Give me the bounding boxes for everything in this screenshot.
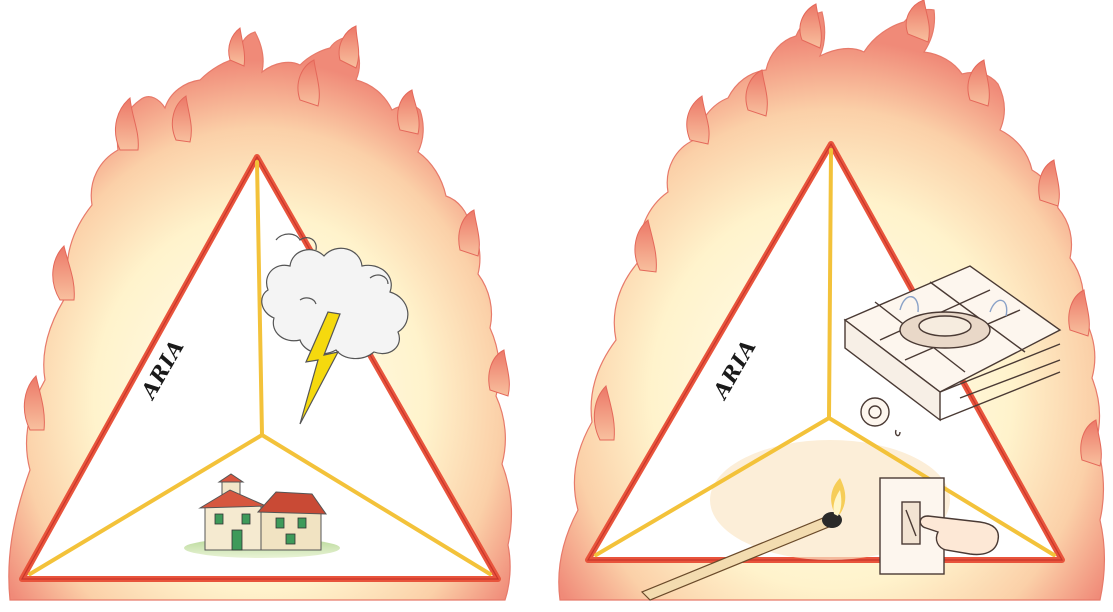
right-fire-triangle: ARIA: [559, 0, 1105, 600]
left-fire-triangle: ARIA: [9, 26, 512, 600]
